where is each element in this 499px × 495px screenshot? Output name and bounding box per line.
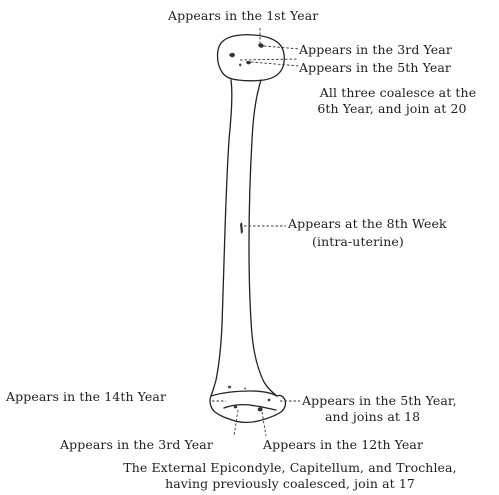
shaft-ossification-mark [240,222,243,234]
label-shaft-intra-uterine: (intra-uterine) [312,235,404,249]
lower-mark-1 [234,406,238,409]
head-epiphysis-mark-3 [246,61,251,64]
caption-line-2: having previously coalesced, join at 17 [90,477,490,491]
lower-mark-4 [244,388,246,390]
head-epiphysis-mark-4 [239,64,241,67]
label-coalesce-line-2: 6th Year, and join at 20 [300,102,484,116]
head-epiphysis-mark-2 [258,43,264,48]
head-epiphysis-mark-1 [229,53,235,58]
shaft-left-edge [211,80,232,396]
label-head-3rd-year: Appears in the 3rd Year [299,43,452,57]
label-lower-3rd-year: Appears in the 3rd Year [60,438,213,452]
label-coalesce-line-1: All three coalesce at the [306,86,490,100]
leader-lower-3rd [234,410,238,436]
lower-mark-5 [268,399,271,402]
label-head-1st-year: Appears in the 1st Year [168,9,318,23]
leader-head-5th [251,62,300,66]
humerus-lower-end [210,391,285,422]
label-shaft-8th-week: Appears at the 8th Week [288,217,447,231]
label-lateral-joins-18: and joins at 18 [325,410,420,424]
leader-head-5th-b [240,59,298,60]
label-lateral-5th-year: Appears in the 5th Year, [302,394,457,408]
lower-mark-2 [258,407,263,411]
label-head-5th-year: Appears in the 5th Year [299,61,451,75]
shaft-right-edge [249,80,277,396]
lower-mark-3 [228,386,232,389]
label-lower-12th-year: Appears in the 12th Year [263,438,423,452]
humerus-head [218,35,285,81]
label-medial-14th-year: Appears in the 14th Year [6,390,166,404]
leader-lower-12th [262,412,266,436]
lower-articular-line [224,405,276,410]
caption-line-1: The External Epicondyle, Capitellum, and… [90,461,490,475]
humerus-bone [210,35,285,423]
